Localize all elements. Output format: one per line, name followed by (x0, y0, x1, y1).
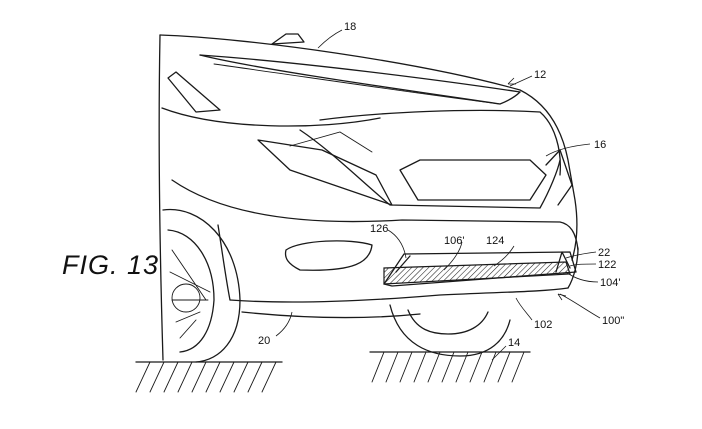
rear-wheel-left (162, 208, 241, 363)
ref-106-prime: 106' (444, 235, 464, 247)
ref-18: 18 (344, 21, 356, 33)
ref-102: 102 (534, 319, 552, 331)
vehicle-body (158, 34, 579, 361)
ref-126: 126 (370, 223, 388, 235)
rear-wheel-right (389, 304, 511, 357)
ref-16: 16 (594, 139, 606, 151)
ground-right (369, 351, 531, 383)
ref-12: 12 (534, 69, 546, 81)
ground-left (135, 361, 283, 393)
ref-22: 22 (598, 247, 610, 259)
ref-122: 122 (598, 259, 616, 271)
ref-20: 20 (258, 335, 270, 347)
ref-100-double-prime: 100" (602, 315, 624, 327)
hatched-deflector (383, 251, 571, 285)
ref-14: 14 (508, 337, 520, 349)
figure-caption: FIG. 13 (62, 250, 159, 280)
leader-lines (275, 29, 601, 361)
ref-124: 124 (486, 235, 504, 247)
roof-antenna (271, 33, 305, 45)
ref-104-prime: 104' (600, 277, 620, 289)
